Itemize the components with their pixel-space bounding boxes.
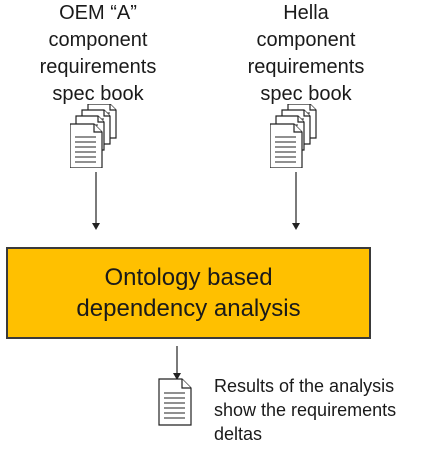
document-stack-icon [70,104,117,168]
arrow-down-icon [292,172,300,230]
arrow-down-icon [92,172,100,230]
hella-spec-book-label: Hella component requirements spec book [247,2,365,105]
document-icon [158,378,192,426]
ontology-analysis-box: Ontology based dependency analysis [6,247,371,339]
arrow-down-icon [173,346,181,380]
oem-spec-book-label: OEM “A” component requirements spec book [39,2,157,105]
ontology-analysis-label: Ontology based dependency analysis [76,264,301,322]
document-stack-icon [270,104,317,168]
analysis-results-label: Results of the analysis show the require… [214,376,397,444]
